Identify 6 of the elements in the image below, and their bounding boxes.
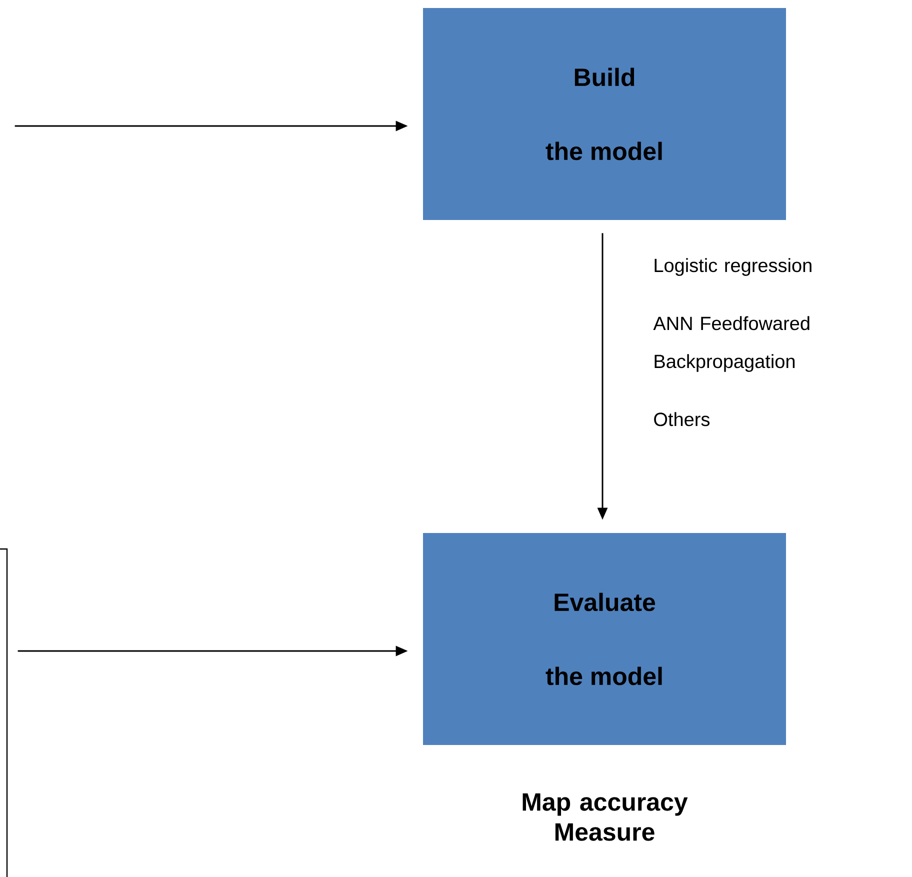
caption-text: Map accuracy Measure	[522, 793, 688, 841]
process-box: Evaluate the model	[423, 532, 786, 745]
method-label: ANN Feedfowared Backpropagation	[653, 316, 810, 372]
process-box: Build the model	[423, 8, 786, 220]
method-label: Others	[654, 412, 710, 426]
method-label: Logistic regression	[654, 258, 812, 276]
